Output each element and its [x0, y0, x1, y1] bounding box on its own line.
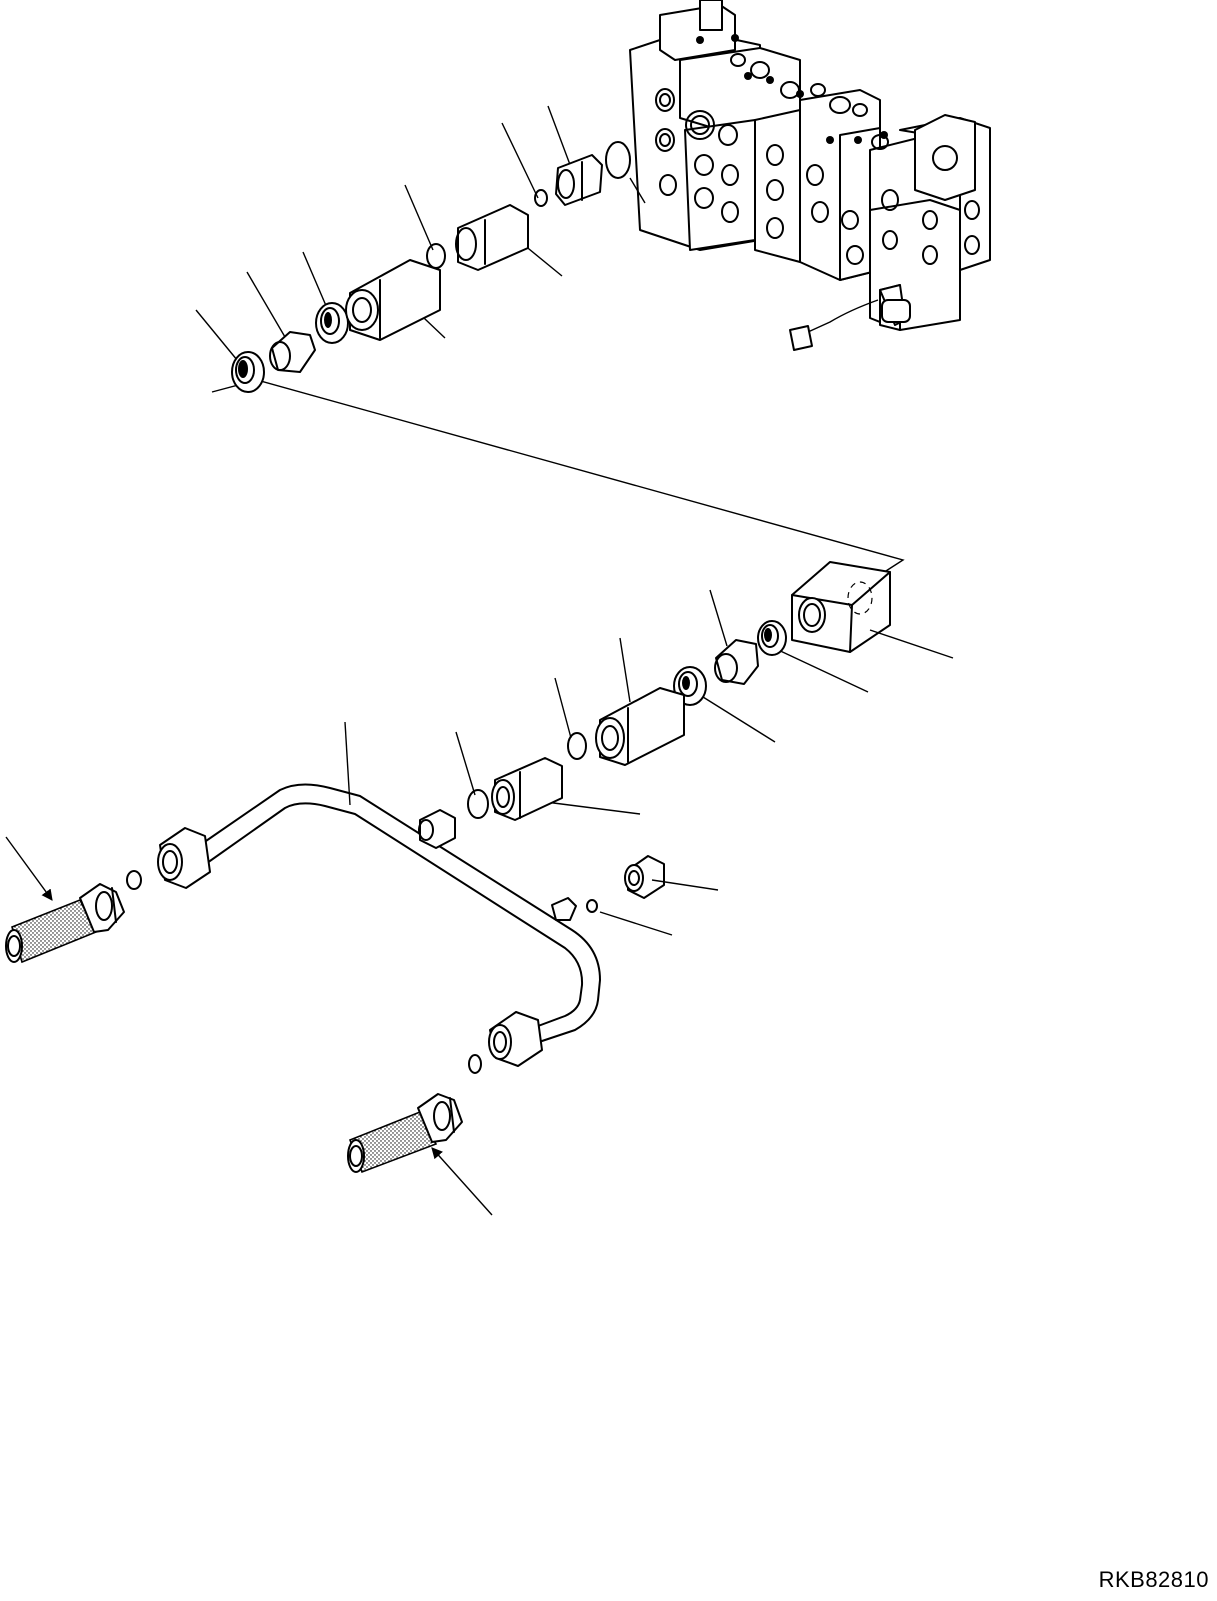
- leader-line: [195, 309, 243, 367]
- adapter-block: [791, 561, 954, 659]
- tube-assembly: [157, 783, 601, 1067]
- arrow-right: [431, 1147, 493, 1216]
- upper-fitting-stack: [195, 105, 646, 393]
- arrow-left: [5, 836, 53, 901]
- middle-fitting-stack: [344, 589, 869, 821]
- o-ring-right: [468, 1054, 482, 1074]
- group-bracket-line: [211, 379, 905, 579]
- reference-code: RKB82810: [1098, 1567, 1209, 1592]
- control-valve-assembly: [629, 0, 991, 351]
- hose-left: [5, 883, 125, 964]
- o-ring-left: [126, 870, 142, 890]
- side-cap: [586, 855, 719, 936]
- hose-right: [347, 1093, 463, 1174]
